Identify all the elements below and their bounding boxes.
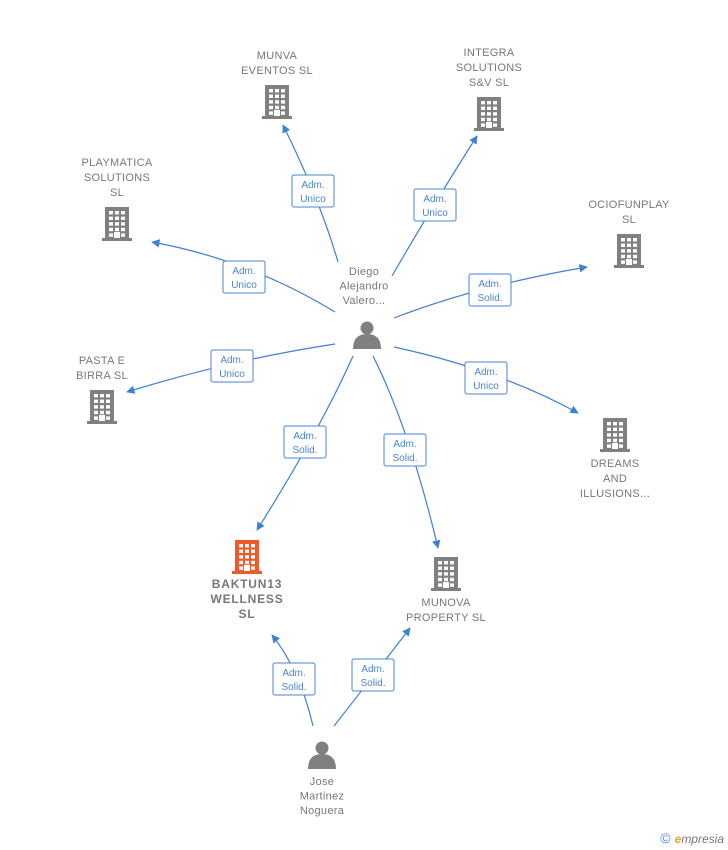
company-node-munva[interactable]: MUNVA EVENTOS SL [241,50,313,119]
company-name-line: DREAMS [591,458,640,470]
relation-badge-text: Unico [300,194,326,205]
company-name-line: PASTA E [79,355,125,367]
building-icon [87,390,117,424]
brand-name: mpresia [681,832,724,846]
relation-badge-diego-munva[interactable]: Adm. Unico [291,174,335,208]
company-name-line: MUNVA [257,50,298,62]
company-name-line: SL [622,214,636,226]
person-icon [353,321,381,349]
relation-badge-text: Adm. [232,266,255,277]
building-icon [600,418,630,452]
brand-initial: e [674,832,682,846]
relation-badge-text: Unico [231,280,257,291]
relation-badge-text: Solid. [281,682,306,693]
person-node-diego[interactable]: DiegoAlejandroValero... [339,266,388,349]
edges-layer [126,124,588,727]
person-name-line: Diego [349,266,379,278]
company-name-line: BAKTUN13 [212,577,282,591]
company-name-line: OCIOFUNPLAY [588,199,670,211]
company-name-line: WELLNESS [210,592,283,606]
relation-badge-text: Adm. [474,367,497,378]
company-name-line: PLAYMATICA [81,157,152,169]
relation-badge-text: Solid. [360,678,385,689]
building-icon [614,234,644,268]
relation-badge-jose-munova[interactable]: Adm. Solid. [351,658,395,692]
building-icon [232,540,262,574]
building-icon [474,97,504,131]
company-name-line: ILLUSIONS... [580,488,650,500]
relation-badge-text: Unico [473,381,499,392]
company-name-line: SOLUTIONS [84,172,150,184]
company-name-line: S&V SL [469,77,509,89]
company-name-line: PROPERTY SL [406,612,486,624]
company-name-line: BIRRA SL [76,370,128,382]
relation-badge-text: Solid. [392,453,417,464]
relation-badge-diego-dreams[interactable]: Adm. Unico [464,361,508,395]
relation-badge-diego-munova[interactable]: Adm. Solid. [383,433,427,467]
person-name-line: Valero... [343,295,386,307]
relation-badge-diego-baktun[interactable]: Adm. Solid. [283,425,327,459]
relation-badge-diego-ociofunplay[interactable]: Adm. Solid. [468,273,512,307]
person-name-line: Jose [310,776,334,788]
company-name-line: SOLUTIONS [456,62,522,74]
relation-badge-text: Adm. [293,431,316,442]
relation-badge-text: Adm. [423,194,446,205]
relation-badge-diego-integra[interactable]: Adm. Unico [413,188,457,222]
relation-badge-text: Adm. [478,279,501,290]
relation-badge-text: Adm. [393,439,416,450]
copyright-icon: © [660,830,671,846]
building-icon [262,85,292,119]
person-icon [308,741,336,769]
relation-badge-text: Adm. [282,668,305,679]
company-name-line: AND [603,473,627,485]
relation-badge-text: Adm. [220,355,243,366]
relation-badge-text: Unico [422,208,448,219]
relation-badge-text: Unico [219,369,245,380]
relation-badge-text: Adm. [301,180,324,191]
relation-badge-diego-playmatica[interactable]: Adm. Unico [222,260,266,294]
relation-badge-text: Solid. [292,445,317,456]
building-icon [431,557,461,591]
company-node-playmatica[interactable]: PLAYMATICA SOLUTIONS SL [81,157,153,241]
person-name-line: Martinez [300,791,345,803]
company-node-ociofunplay[interactable]: OCIOFUNPLAY SL [588,199,670,268]
company-name-line: MUNOVA [421,597,471,609]
relation-badge-diego-pasta[interactable]: Adm. Unico [210,349,254,383]
company-node-dreams[interactable]: DREAMS AND ILLUSIONS... [580,418,650,500]
company-name-line: INTEGRA [464,47,515,59]
nodes-layer: MUNVA EVENTOS SL INTEGRA SOLUTIONS S&V SL PLA… [76,47,670,817]
empresia-watermark: ©empresia [660,830,724,846]
relation-badge-jose-baktun[interactable]: Adm. Solid. [272,662,316,696]
relation-badge-text: Adm. [361,664,384,675]
company-node-integra[interactable]: INTEGRA SOLUTIONS S&V SL [456,47,522,131]
company-name-line: SL [110,187,124,199]
person-name-line: Alejandro [339,281,388,293]
company-name-line: EVENTOS SL [241,65,313,77]
person-name-line: Noguera [300,805,345,817]
company-node-munova[interactable]: MUNOVA PROPERTY SL [406,557,486,624]
company-node-pasta[interactable]: PASTA E BIRRA SL [76,355,128,424]
building-icon [102,207,132,241]
relation-badge-text: Solid. [477,293,502,304]
company-name-line: SL [239,607,256,621]
